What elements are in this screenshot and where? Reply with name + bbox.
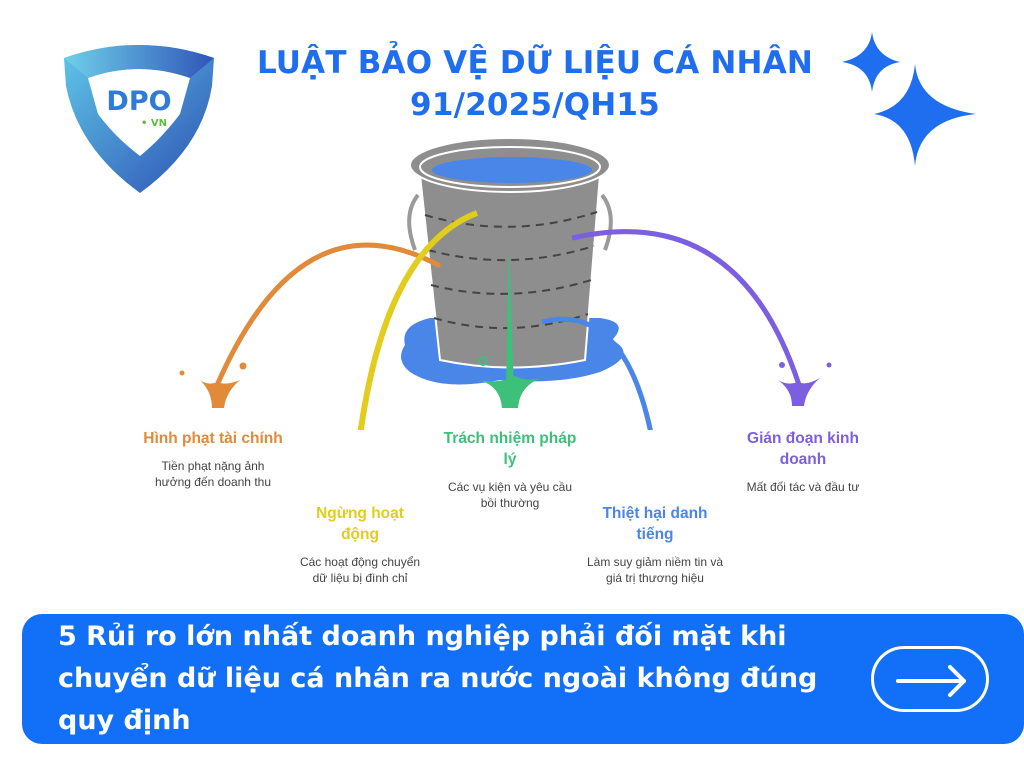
next-arrow-button[interactable] [871, 646, 989, 712]
risk-title: Trách nhiệm pháp lý [443, 430, 577, 468]
title-line-1: LUẬT BẢO VỆ DỮ LIỆU CÁ NHÂN [256, 45, 814, 81]
arrow-right-icon [896, 665, 966, 697]
risk-description: Tiền phạt nặng ảnh hưởng đến doanh thu [155, 459, 271, 489]
risk-item-operation-suspension: Ngừng hoạt động Các hoạt động chuyển dữ … [295, 503, 425, 586]
svg-text:• VN: • VN [141, 118, 167, 129]
banner-headline: 5 Rủi ro lớn nhất doanh nghiệp phải đối … [58, 621, 818, 736]
risk-description: Mất đối tác và đầu tư [746, 480, 860, 494]
risk-title: Gián đoạn kinh doanh [747, 430, 859, 468]
bottom-banner [22, 614, 1024, 744]
risk-item-reputation-damage: Thiệt hại danh tiếng Làm suy giảm niềm t… [584, 503, 726, 586]
risk-description: Làm suy giảm niềm tin và giá trị thương … [586, 555, 724, 585]
title-line-2: 91/2025/QH15 [410, 87, 660, 123]
risk-title: Ngừng hoạt động [316, 505, 404, 543]
risk-item-financial-penalty: Hình phạt tài chính Tiền phạt nặng ảnh h… [143, 428, 283, 490]
shield-logo-icon: DPO • VN [64, 45, 214, 193]
sparkle-icon [838, 28, 988, 173]
leaking-bucket-icon [179, 137, 832, 478]
risk-item-business-disruption: Gián đoạn kinh doanh Mất đối tác và đầu … [733, 428, 873, 495]
risk-title: Thiệt hại danh tiếng [602, 505, 708, 543]
page-title: LUẬT BẢO VỆ DỮ LIỆU CÁ NHÂN 91/2025/QH15 [230, 42, 840, 126]
risk-title: Hình phạt tài chính [143, 430, 283, 447]
dpo-logo: DPO • VN [62, 38, 216, 194]
risk-description: Các hoạt động chuyển dữ liệu bị đình chỉ [299, 555, 421, 585]
risk-description: Các vụ kiện và yêu cầu bồi thường [447, 480, 573, 510]
svg-text:DPO: DPO [106, 86, 171, 117]
leaking-bucket-illustration [0, 130, 1024, 478]
risk-item-legal-liability: Trách nhiệm pháp lý Các vụ kiện và yêu c… [440, 428, 580, 511]
